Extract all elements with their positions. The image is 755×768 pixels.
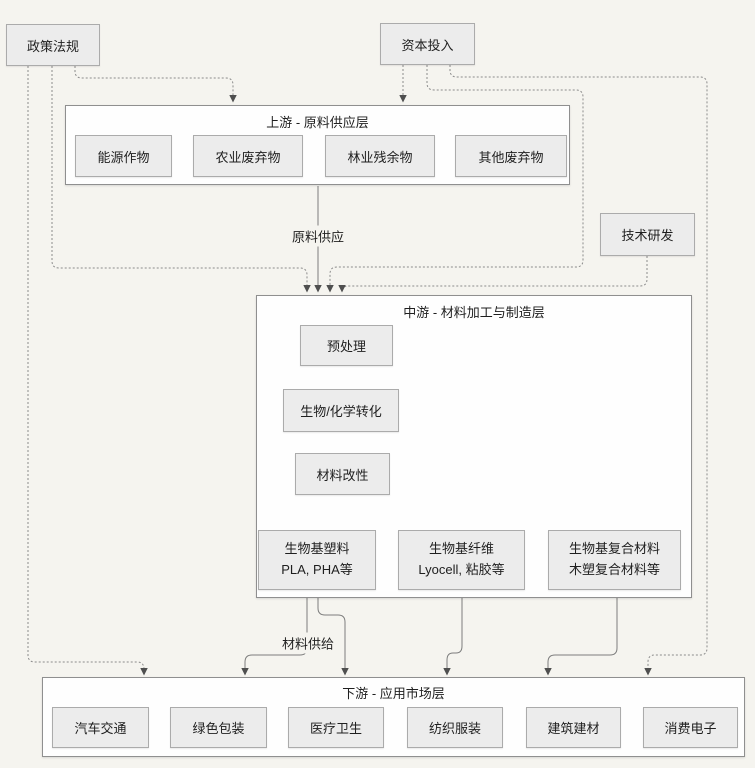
node-textile-apparel: 纺织服装: [407, 707, 503, 748]
edge-fibers-to-downstream: [443, 590, 463, 676]
node-green-packaging-label: 绿色包装: [192, 721, 245, 736]
node-construction-materials: 建筑建材: [526, 707, 621, 748]
node-automotive-transport: 汽车交通: [52, 707, 149, 748]
bio-fibers-examples: Lyocell, 粘胶等: [418, 562, 505, 577]
edge-label-material-supply: 材料供给: [278, 632, 338, 654]
node-consumer-electronics-label: 消费电子: [664, 721, 717, 736]
node-tech-rd: 技术研发: [600, 213, 695, 256]
node-agricultural-waste: 农业废弃物: [193, 135, 303, 177]
node-automotive-transport-label: 汽车交通: [74, 721, 127, 736]
edge-policy-to-upstream: [74, 66, 237, 103]
bio-plastics-name: 生物基塑料: [284, 541, 350, 557]
edge-capital-to-downstream: [449, 65, 708, 676]
bio-composites-name: 生物基复合材料: [568, 541, 660, 557]
edge-composites-to-downstream: [544, 590, 618, 676]
node-medical-health: 医疗卫生: [288, 707, 384, 748]
node-material-modification: 材料改性: [295, 453, 390, 495]
node-green-packaging: 绿色包装: [170, 707, 267, 748]
bio-plastics-examples: PLA, PHA等: [281, 562, 353, 577]
node-energy-crops: 能源作物: [75, 135, 172, 177]
node-bio-chemical-conversion: 生物/化学转化: [283, 389, 399, 432]
node-capital-label: 资本投入: [401, 37, 454, 53]
node-bio-chemical-conversion-label: 生物/化学转化: [300, 404, 382, 419]
edge-capital-to-midstream: [326, 65, 584, 293]
node-other-waste-label: 其他废弃物: [478, 149, 544, 165]
downstream-title: 下游 - 应用市场层: [342, 686, 445, 701]
edge-policy-to-midstream: [51, 66, 311, 293]
node-textile-apparel-label: 纺织服装: [428, 721, 481, 736]
node-policy-label: 政策法规: [26, 38, 79, 54]
node-medical-health-label: 医疗卫生: [309, 721, 362, 736]
bio-fibers-name: 生物基纤维: [428, 541, 494, 557]
node-forestry-residue-label: 林业残余物: [347, 149, 413, 165]
node-tech-rd-label: 技术研发: [621, 228, 674, 243]
node-bio-plastics: 生物基塑料 PLA, PHA等: [258, 530, 376, 590]
node-energy-crops-label: 能源作物: [97, 149, 150, 165]
midstream-title: 中游 - 材料加工与制造层: [403, 305, 545, 320]
node-forestry-residue: 林业残余物: [325, 135, 435, 177]
edge-plastics-to-downstream-b: [317, 590, 349, 676]
upstream-title: 上游 - 原料供应层: [266, 115, 369, 130]
node-other-waste: 其他废弃物: [455, 135, 567, 177]
node-pretreatment-label: 预处理: [326, 339, 366, 354]
node-bio-fibers: 生物基纤维 Lyocell, 粘胶等: [398, 530, 525, 590]
node-pretreatment: 预处理: [300, 325, 393, 366]
downstream-container: 下游 - 应用市场层: [42, 677, 745, 757]
node-material-modification-label: 材料改性: [316, 467, 369, 483]
node-capital: 资本投入: [380, 23, 475, 65]
node-bio-composites: 生物基复合材料 木塑复合材料等: [548, 530, 681, 590]
node-construction-materials-label: 建筑建材: [547, 721, 600, 736]
node-agricultural-waste-label: 农业废弃物: [215, 149, 281, 165]
edge-tech-to-midstream: [338, 256, 648, 293]
edge-label-raw-supply: 原料供应: [288, 225, 348, 247]
node-consumer-electronics: 消费电子: [643, 707, 738, 748]
bio-composites-examples: 木塑复合材料等: [568, 562, 660, 577]
node-policy: 政策法规: [6, 24, 100, 66]
